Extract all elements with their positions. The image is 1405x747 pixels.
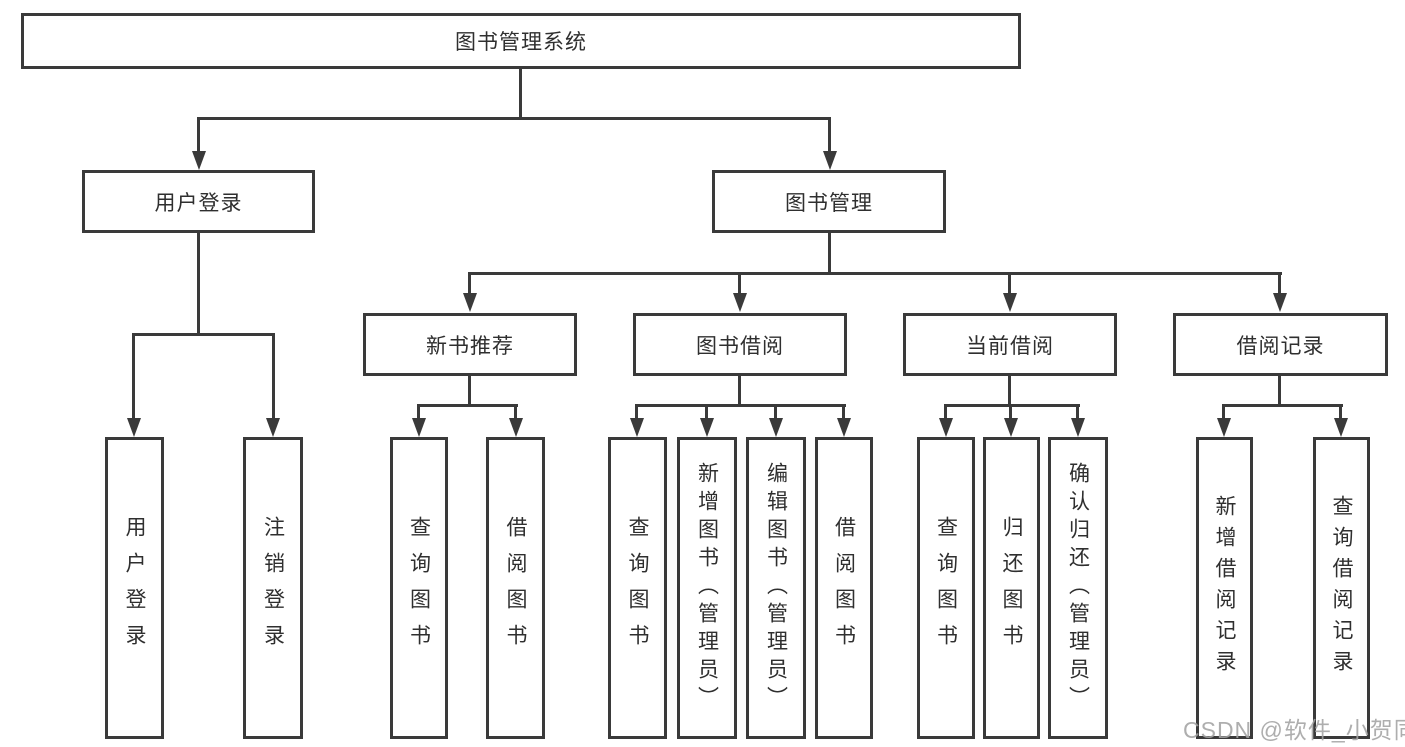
connector-line <box>132 333 275 336</box>
node-label: 查询图书 <box>626 516 649 660</box>
arrow-down-icon <box>509 418 523 437</box>
leaf-edit-book: 编辑图书（管理员） <box>746 437 806 739</box>
node-label: 用户登录 <box>123 516 146 660</box>
node-label: 查询借阅记录 <box>1330 495 1353 681</box>
connector-line <box>197 233 200 335</box>
node-new-book-rec: 新书推荐 <box>363 313 577 376</box>
connector-line <box>635 404 638 420</box>
node-label: 新书推荐 <box>426 334 514 358</box>
node-label: 图书借阅 <box>696 334 784 358</box>
arrow-down-icon <box>1273 293 1287 312</box>
arrow-down-icon <box>1071 418 1085 437</box>
node-label: 用户登录 <box>154 191 243 215</box>
node-label: 归还图书 <box>1000 516 1023 660</box>
arrow-down-icon <box>1217 418 1231 437</box>
node-label: 图书管理系统 <box>455 31 587 54</box>
arrow-down-icon <box>1003 293 1017 312</box>
connector-line <box>1008 272 1011 296</box>
node-label: 当前借阅 <box>966 334 1054 358</box>
csdn-watermark: CSDN @软件_小贺同学 <box>1183 717 1405 743</box>
node-current-borrow: 当前借阅 <box>903 313 1117 376</box>
connector-line <box>197 117 831 120</box>
node-label: 编辑图书（管理员） <box>764 462 788 714</box>
arrow-down-icon <box>266 418 280 437</box>
connector-line <box>1222 404 1225 420</box>
node-label: 借阅记录 <box>1236 334 1325 358</box>
connector-line <box>1222 404 1343 407</box>
node-label: 新增借阅记录 <box>1213 495 1236 681</box>
connector-line <box>1008 375 1011 406</box>
connector-line <box>738 375 741 406</box>
arrow-down-icon <box>1334 418 1348 437</box>
connector-line <box>1076 404 1079 420</box>
connector-line <box>468 375 471 406</box>
connector-line <box>705 404 708 420</box>
node-book-mgmt: 图书管理 <box>712 170 946 233</box>
arrow-down-icon <box>412 418 426 437</box>
connector-line <box>468 272 471 296</box>
connector-line <box>738 272 741 296</box>
leaf-user-login: 用户登录 <box>105 437 164 739</box>
connector-line <box>417 404 420 420</box>
node-book-borrow: 图书借阅 <box>633 313 847 376</box>
leaf-borrow-book-1: 借阅图书 <box>486 437 545 739</box>
connector-line <box>468 272 1282 275</box>
connector-line <box>1339 404 1342 420</box>
arrow-down-icon <box>939 418 953 437</box>
leaf-borrow-book-2: 借阅图书 <box>815 437 873 739</box>
connector-line <box>417 404 518 407</box>
node-label: 借阅图书 <box>832 516 856 660</box>
leaf-confirm-return: 确认归还（管理员） <box>1048 437 1108 739</box>
leaf-add-book: 新增图书（管理员） <box>677 437 737 739</box>
connector-line <box>1278 272 1281 296</box>
arrow-down-icon <box>837 418 851 437</box>
arrow-down-icon <box>463 293 477 312</box>
node-label: 查询图书 <box>934 516 958 660</box>
node-user-login: 用户登录 <box>82 170 315 233</box>
connector-line <box>842 404 845 420</box>
leaf-add-record: 新增借阅记录 <box>1196 437 1253 739</box>
leaf-return-book: 归还图书 <box>983 437 1040 739</box>
connector-line <box>519 69 522 120</box>
leaf-query-book-2: 查询图书 <box>608 437 667 739</box>
node-root: 图书管理系统 <box>21 13 1021 69</box>
arrow-down-icon <box>1004 418 1018 437</box>
connector-line <box>1278 375 1281 406</box>
connector-line <box>774 404 777 420</box>
connector-line <box>132 333 135 421</box>
leaf-query-record: 查询借阅记录 <box>1313 437 1370 739</box>
node-label: 新增图书（管理员） <box>695 462 719 714</box>
arrow-down-icon <box>127 418 141 437</box>
node-borrow-record: 借阅记录 <box>1173 313 1388 376</box>
arrow-down-icon <box>700 418 714 437</box>
arrow-down-icon <box>630 418 644 437</box>
connector-line <box>828 233 831 275</box>
leaf-query-book-1: 查询图书 <box>390 437 448 739</box>
node-label: 确认归还（管理员） <box>1066 462 1090 714</box>
arrow-down-icon <box>769 418 783 437</box>
node-label: 查询图书 <box>407 516 431 660</box>
connector-line <box>1009 404 1012 420</box>
arrow-down-icon <box>823 151 837 170</box>
connector-line <box>635 404 846 407</box>
node-label: 借阅图书 <box>504 516 527 660</box>
node-label: 注销登录 <box>261 516 285 660</box>
connector-line <box>828 117 831 153</box>
connector-line <box>944 404 1080 407</box>
connector-line <box>514 404 517 420</box>
arrow-down-icon <box>733 293 747 312</box>
leaf-query-book-3: 查询图书 <box>917 437 975 739</box>
connector-line <box>272 333 275 421</box>
node-label: 图书管理 <box>785 191 873 215</box>
leaf-logout: 注销登录 <box>243 437 303 739</box>
connector-line <box>944 404 947 420</box>
arrow-down-icon <box>192 151 206 170</box>
connector-line <box>197 117 200 153</box>
